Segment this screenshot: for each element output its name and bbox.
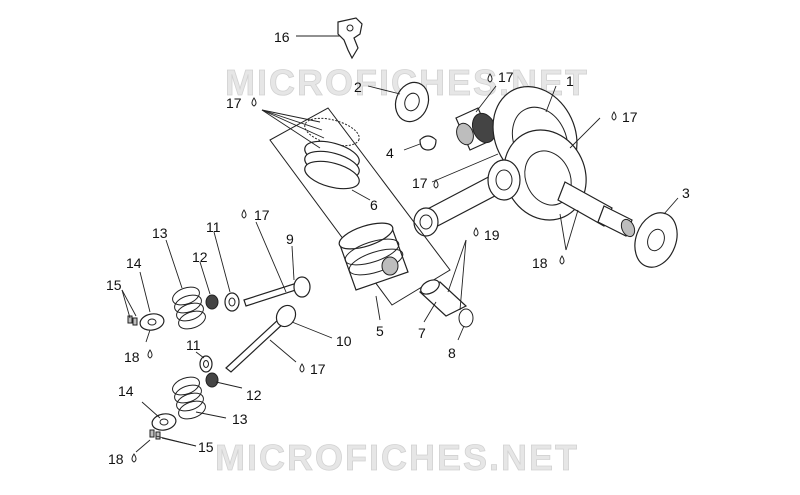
callout-labels: 16 2 1 4 3 17 17 17 17 6 17 19 18 9 13 1… [106, 29, 690, 467]
callout-17-gear: 17 [498, 69, 514, 85]
part-15-upper-cotters [127, 315, 138, 326]
callout-7: 7 [418, 325, 426, 341]
callout-17-rod: 17 [412, 175, 428, 191]
part-16-bracket [337, 17, 363, 60]
callout-18-crank: 18 [532, 255, 548, 271]
part-1-crankshaft [413, 86, 636, 238]
watermark-top: MICROFICHES.NET [225, 62, 589, 103]
callout-19: 19 [484, 227, 500, 243]
callout-17-crank-right: 17 [622, 109, 638, 125]
part-14-upper-retainer [139, 313, 165, 331]
callout-17-exhaust: 17 [310, 361, 326, 377]
callout-13-upper: 13 [152, 225, 168, 241]
drop-markers [131, 73, 617, 463]
callout-4: 4 [386, 145, 394, 161]
callout-14-lower: 14 [118, 383, 134, 399]
callout-14-upper: 14 [126, 255, 142, 271]
part-9-intake-valve [243, 276, 311, 307]
part-11-lower-washer [199, 355, 213, 373]
callout-12-upper: 12 [192, 249, 208, 265]
callout-17-valve: 17 [254, 207, 270, 223]
callout-10: 10 [336, 333, 352, 349]
part-3-washer [634, 212, 678, 268]
part-4-key [419, 135, 437, 151]
callout-18-lower: 18 [108, 451, 124, 467]
callout-11-upper: 11 [206, 219, 221, 235]
part-6-piston-rings [304, 117, 360, 190]
piston [338, 222, 409, 291]
part-13-upper-spring [172, 286, 206, 330]
part-12-lower-seal [205, 372, 219, 388]
part-13-lower-spring [172, 376, 206, 420]
callout-5: 5 [376, 323, 384, 339]
part-12-upper-seal [205, 294, 219, 310]
part-15-lower-cotters [149, 429, 161, 440]
part-11-upper-washer [224, 292, 240, 312]
callout-15-lower: 15 [198, 439, 214, 455]
callout-12-lower: 12 [246, 387, 262, 403]
callout-18-upper: 18 [124, 349, 140, 365]
callout-13-lower: 13 [232, 411, 248, 427]
callout-8: 8 [448, 345, 456, 361]
part-8-circlip [458, 308, 474, 328]
callout-6: 6 [370, 197, 378, 213]
callout-2: 2 [354, 79, 362, 95]
part-10-exhaust-valve [225, 304, 297, 373]
callout-15-upper: 15 [106, 277, 122, 293]
callout-17-rings: 17 [226, 95, 242, 111]
part-14-lower-retainer [151, 413, 177, 431]
watermark-bottom: MICROFICHES.NET [215, 437, 579, 478]
leader-lines [121, 35, 679, 453]
part-7-piston-pin [418, 279, 468, 317]
callout-16: 16 [274, 29, 290, 45]
callout-11-lower: 11 [186, 337, 201, 353]
callout-1: 1 [566, 73, 574, 89]
callout-3: 3 [682, 185, 690, 201]
part-2-washer [394, 81, 430, 123]
callout-9: 9 [286, 231, 294, 247]
